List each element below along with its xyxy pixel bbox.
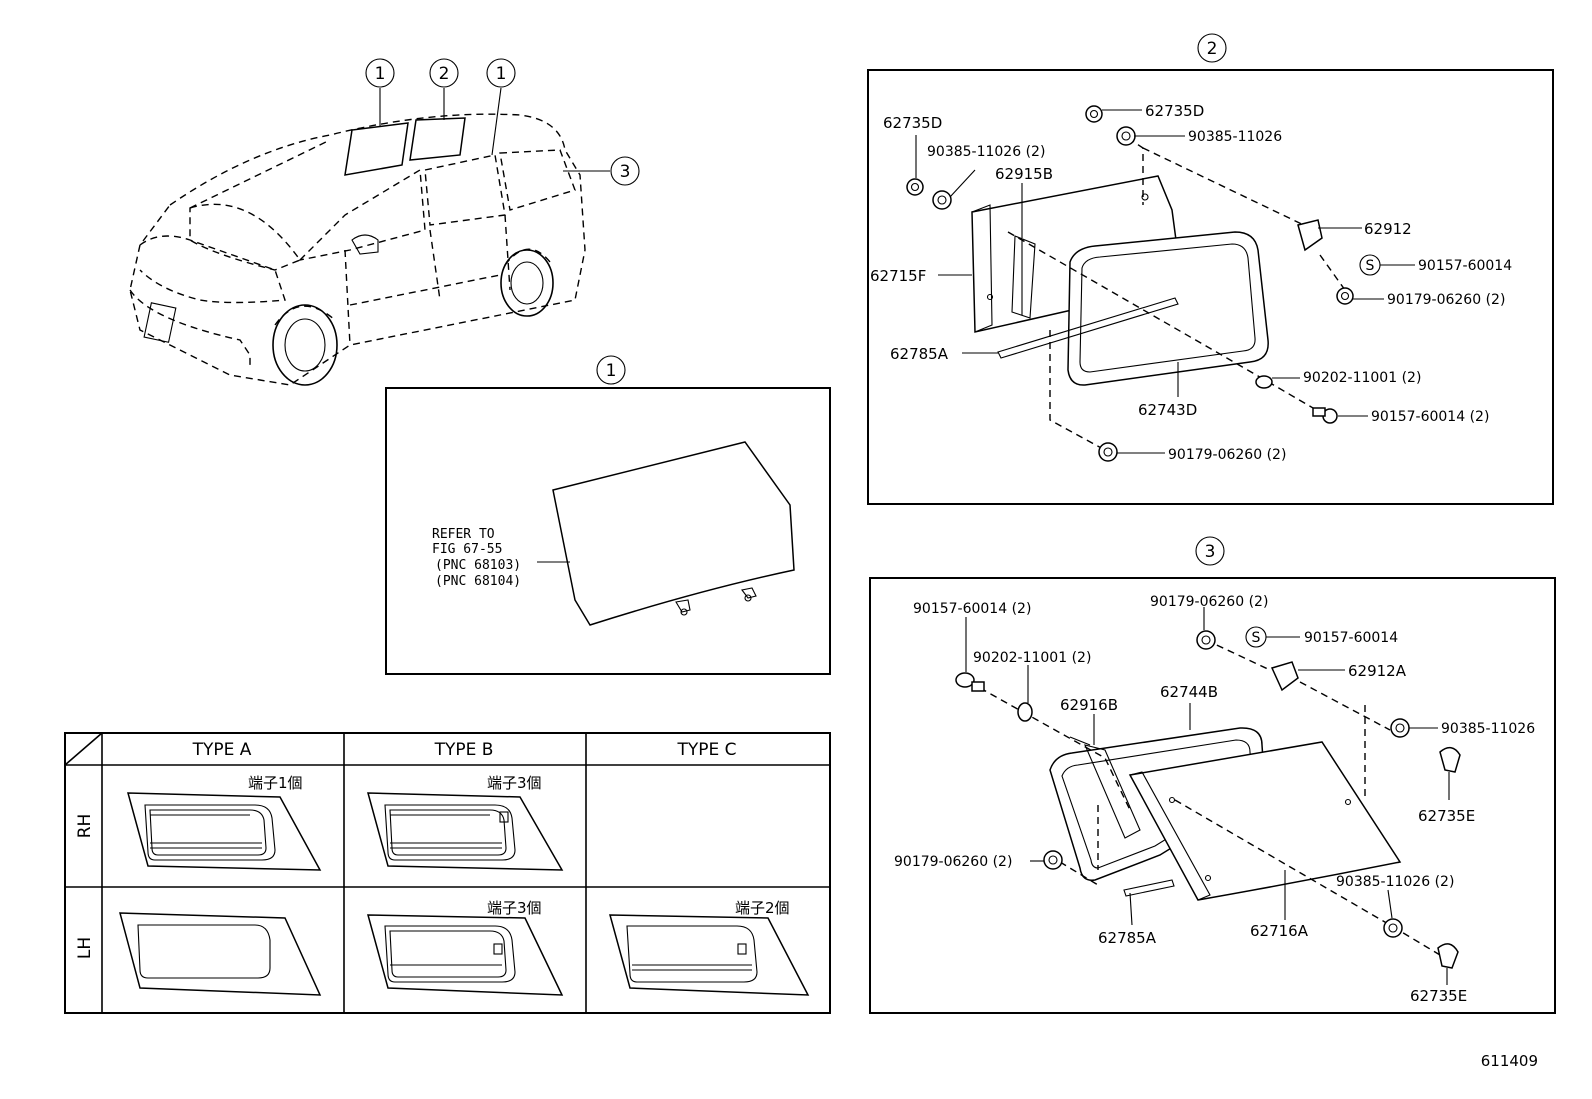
svg-text:2: 2	[439, 64, 450, 84]
svg-text:3: 3	[1205, 542, 1216, 562]
label-62735D-left: 62735D	[883, 114, 942, 132]
refer-line-4: (PNC 68104)	[435, 574, 521, 589]
label-62912: 62912	[1364, 220, 1412, 238]
row-lh: LH	[75, 937, 95, 959]
label-62743D: 62743D	[1138, 401, 1197, 419]
label-90179-bottom: 90179-06260 (2)	[1168, 447, 1286, 463]
svg-text:S: S	[1366, 258, 1375, 274]
label-90179-top: 90179-06260 (2)	[1387, 292, 1505, 308]
note-rh-a: 端子1個	[248, 774, 303, 792]
label-62735D-top: 62735D	[1145, 102, 1204, 120]
callout-1-b: 1	[486, 58, 516, 88]
roof-glass-rear	[409, 117, 466, 161]
callout-1-a: 1	[365, 58, 395, 88]
panel-1: 1 REFER TO FIG 67-55 (PNC 68103) (PNC 68…	[385, 355, 831, 675]
label-90202-p2: 90202-11001 (2)	[1303, 370, 1421, 386]
roof-glass-front	[344, 122, 409, 176]
label-62735E-top: 62735E	[1418, 807, 1475, 825]
panel-3: 3	[869, 536, 1556, 1014]
glass-62716A	[1128, 741, 1402, 901]
type-table: TYPE A TYPE B TYPE C RH LH 端子1個 端子3個 端子3…	[64, 732, 831, 1014]
rh-type-b-glass	[367, 792, 564, 871]
rh-type-a-glass	[127, 792, 322, 871]
label-62785A-p2: 62785A	[890, 345, 949, 363]
label-90179-p3-left: 90179-06260 (2)	[894, 854, 1012, 870]
vehicle-illustration: 1 2 1 3	[129, 58, 640, 386]
svg-text:1: 1	[606, 361, 617, 381]
label-90385-p3-top: 90385-11026	[1441, 721, 1535, 737]
lh-type-a-glass	[119, 912, 322, 996]
label-90202-p3: 90202-11001 (2)	[973, 650, 1091, 666]
note-lh-b: 端子3個	[487, 899, 542, 917]
header-type-a: TYPE A	[192, 740, 252, 760]
refer-line-1: REFER TO	[432, 527, 495, 542]
figure-number: 611409	[1481, 1052, 1538, 1070]
sliding-door-glass	[552, 441, 795, 626]
callout-2-a: 2	[429, 58, 459, 88]
label-62715F: 62715F	[870, 267, 926, 285]
label-62735E-bottom: 62735E	[1410, 987, 1467, 1005]
note-rh-b: 端子3個	[487, 774, 542, 792]
weatherstrip-62743D	[1067, 231, 1269, 386]
refer-line-3: (PNC 68103)	[435, 558, 521, 573]
label-62915B: 62915B	[995, 165, 1053, 183]
label-62912A: 62912A	[1348, 662, 1407, 680]
label-90179-p3-top: 90179-06260 (2)	[1150, 594, 1268, 610]
label-62744B: 62744B	[1160, 683, 1218, 701]
header-type-c: TYPE C	[676, 740, 736, 760]
svg-text:1: 1	[375, 64, 386, 84]
svg-text:3: 3	[620, 162, 631, 182]
label-90385-left: 90385-11026 (2)	[927, 144, 1045, 160]
label-90157-s-p3: 90157-60014	[1304, 630, 1398, 646]
header-type-b: TYPE B	[434, 740, 494, 760]
label-62916B: 62916B	[1060, 696, 1118, 714]
refer-line-2: FIG 67-55	[432, 542, 502, 557]
svg-text:1: 1	[496, 64, 507, 84]
svg-text:S: S	[1252, 630, 1261, 646]
callout-3-a: 3	[610, 156, 640, 186]
label-62716A: 62716A	[1250, 922, 1309, 940]
label-90157-bottom: 90157-60014 (2)	[1371, 409, 1489, 425]
label-90385-top: 90385-11026	[1188, 129, 1282, 145]
panel-2: 2	[867, 33, 1554, 505]
label-90157-p3: 90157-60014 (2)	[913, 601, 1031, 617]
lh-type-c-glass	[609, 914, 810, 996]
svg-text:2: 2	[1207, 39, 1218, 59]
row-rh: RH	[75, 814, 95, 839]
label-90157-s: 90157-60014	[1418, 258, 1512, 274]
lh-type-b-glass	[367, 914, 564, 996]
note-lh-c: 端子2個	[735, 899, 790, 917]
label-62785A-p3: 62785A	[1098, 929, 1157, 947]
label-90385-p3-bottom: 90385-11026 (2)	[1336, 874, 1454, 890]
